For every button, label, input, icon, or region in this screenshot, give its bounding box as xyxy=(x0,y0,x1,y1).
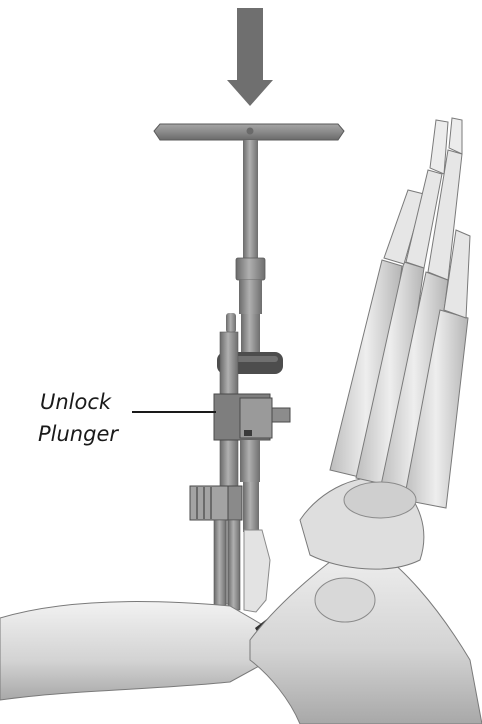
callout-label-line2: Plunger xyxy=(38,420,118,448)
t-handle xyxy=(154,124,344,140)
unlock-plunger xyxy=(214,394,290,440)
down-arrow-icon xyxy=(227,8,273,106)
main-shaft xyxy=(236,140,265,354)
guide-tines xyxy=(214,520,270,612)
clamp-block xyxy=(190,486,242,520)
lower-shaft xyxy=(240,440,260,532)
callout-label-line1: Unlock xyxy=(40,388,111,416)
